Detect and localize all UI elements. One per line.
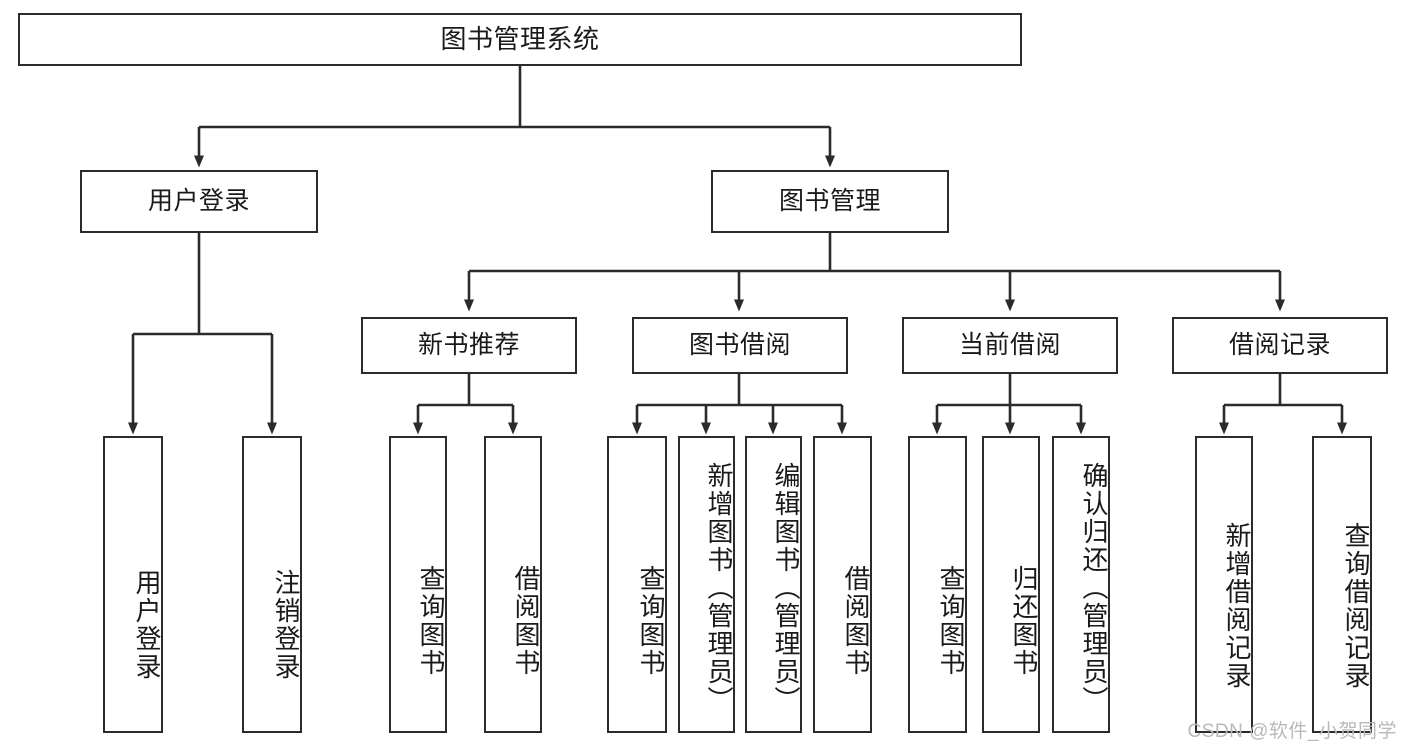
node-leaf-add-book[interactable]: 新增图书（管理员） bbox=[678, 436, 735, 733]
node-leaf-edit-book[interactable]: 编辑图书（管理员） bbox=[745, 436, 802, 733]
node-leaf-borrow-book-1[interactable]: 借阅图书 bbox=[484, 436, 542, 733]
node-label: 编辑图书（管理员） bbox=[771, 461, 801, 714]
node-root-book-management-system[interactable]: 图书管理系统 bbox=[18, 13, 1022, 66]
node-new-book-recommend[interactable]: 新书推荐 bbox=[361, 317, 577, 374]
node-label: 确认归还（管理员） bbox=[1079, 461, 1109, 714]
node-label: 新增借阅记录 bbox=[1222, 521, 1252, 690]
node-label: 注销登录 bbox=[271, 568, 301, 681]
node-label: 新增图书（管理员） bbox=[704, 461, 734, 714]
node-book-manage[interactable]: 图书管理 bbox=[711, 170, 949, 233]
node-label: 查询图书 bbox=[636, 564, 666, 677]
node-user-login[interactable]: 用户登录 bbox=[80, 170, 318, 233]
node-label: 用户登录 bbox=[147, 187, 250, 216]
node-leaf-query-book-3[interactable]: 查询图书 bbox=[908, 436, 967, 733]
node-label: 借阅图书 bbox=[511, 564, 541, 677]
node-leaf-query-record[interactable]: 查询借阅记录 bbox=[1312, 436, 1372, 733]
node-leaf-borrow-book-2[interactable]: 借阅图书 bbox=[813, 436, 872, 733]
node-label: 查询借阅记录 bbox=[1341, 521, 1371, 690]
node-label: 图书管理 bbox=[778, 187, 881, 216]
node-label: 图书管理系统 bbox=[440, 23, 600, 54]
node-label: 新书推荐 bbox=[417, 331, 520, 360]
node-leaf-confirm-return[interactable]: 确认归还（管理员） bbox=[1052, 436, 1110, 733]
node-leaf-logout-login[interactable]: 注销登录 bbox=[242, 436, 302, 733]
node-label: 归还图书 bbox=[1009, 564, 1039, 677]
node-leaf-return-book[interactable]: 归还图书 bbox=[982, 436, 1040, 733]
node-current-borrow[interactable]: 当前借阅 bbox=[902, 317, 1118, 374]
node-label: 查询图书 bbox=[416, 564, 446, 677]
node-leaf-user-login[interactable]: 用户登录 bbox=[103, 436, 163, 733]
csdn-watermark: CSDN @软件_小贺同学 bbox=[1187, 721, 1397, 742]
node-label: 当前借阅 bbox=[958, 331, 1061, 360]
node-label: 图书借阅 bbox=[688, 331, 791, 360]
node-label: 查询图书 bbox=[936, 564, 966, 677]
node-leaf-query-book-2[interactable]: 查询图书 bbox=[607, 436, 667, 733]
node-book-borrow[interactable]: 图书借阅 bbox=[632, 317, 848, 374]
node-leaf-query-book-1[interactable]: 查询图书 bbox=[389, 436, 447, 733]
node-borrow-record[interactable]: 借阅记录 bbox=[1172, 317, 1388, 374]
node-label: 用户登录 bbox=[132, 568, 162, 681]
node-leaf-add-record[interactable]: 新增借阅记录 bbox=[1195, 436, 1253, 733]
node-label: 借阅图书 bbox=[841, 564, 871, 677]
node-label: 借阅记录 bbox=[1228, 331, 1331, 360]
